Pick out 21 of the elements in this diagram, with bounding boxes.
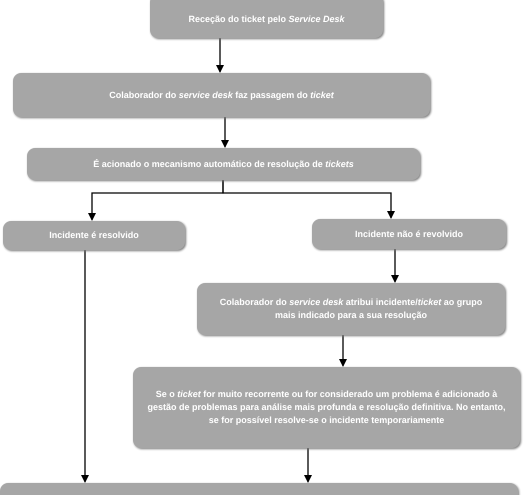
box-text: Incidente é resolvido (49, 229, 139, 242)
arrow (221, 117, 229, 148)
arrow (222, 180, 395, 219)
box-text: Incidente não é revolvido (354, 228, 464, 240)
process-box (197, 283, 505, 335)
box-text: Se o ticket for muito recorrente ou for considerado um problema é adicionado à gestão de problemas para análise mais profunda e resolução definitiva. No entanto, se for possível resolve-se o incidente temporariamente (146, 388, 507, 427)
process-box (312, 219, 506, 249)
arrow (304, 448, 312, 483)
box-text: Receção do ticket pelo Service Desk (188, 12, 345, 26)
process-box (3, 221, 185, 250)
process-box (150, 0, 383, 38)
process-box (27, 148, 420, 180)
box-text: Colaborador do service desk faz passagem do ticket (109, 88, 334, 102)
process-box (13, 73, 430, 117)
process-box (133, 367, 520, 448)
arrow (391, 249, 399, 283)
box-text: Colaborador do service desk atribui incidente/ticket ao grupo mais indicado para a sua resolução (218, 296, 484, 322)
arrow (81, 250, 89, 483)
box-text: É acionado o mecanismo automático de resolução de tickets (93, 158, 354, 170)
arrow (339, 335, 347, 367)
arrow (216, 38, 224, 73)
